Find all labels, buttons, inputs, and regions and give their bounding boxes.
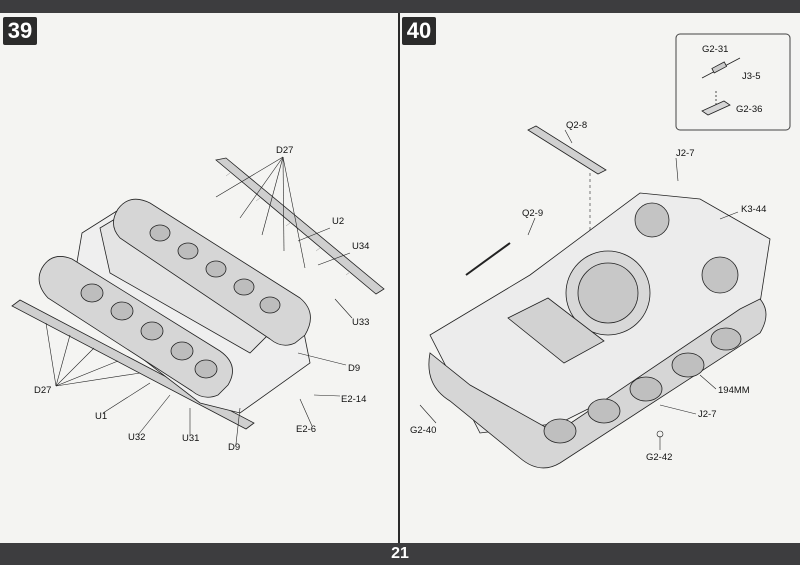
step-39-number: 39 <box>3 17 37 45</box>
label-g2-31: G2-31 <box>702 44 728 55</box>
label-d9-right: D9 <box>348 363 360 374</box>
label-q2-9: Q2-9 <box>522 208 543 219</box>
engine-fan-left <box>634 202 670 238</box>
label-u34: U34 <box>352 241 369 252</box>
label-g2-42: G2-42 <box>646 452 672 463</box>
label-g2-40: G2-40 <box>410 425 436 436</box>
engine-fan-right <box>701 256 739 294</box>
panel-divider <box>398 13 400 543</box>
label-k3-44: K3-44 <box>741 204 766 215</box>
skirt-right-hatch <box>225 172 351 276</box>
page-number: 21 <box>391 545 409 562</box>
step-39-diagram <box>11 156 385 445</box>
label-j2-7-bottom: J2-7 <box>698 409 716 420</box>
part-leaders-39 <box>102 227 353 445</box>
inset-detail-box <box>675 33 791 131</box>
inset-mg-parts <box>701 57 741 116</box>
label-g2-36: G2-36 <box>736 104 762 115</box>
label-u32: U32 <box>128 432 145 443</box>
turret-ring-inner <box>577 262 639 324</box>
label-d9-bottom: D9 <box>228 442 240 453</box>
label-u1: U1 <box>95 411 107 422</box>
label-u33: U33 <box>352 317 369 328</box>
step-40-diagram <box>419 33 791 469</box>
d27-left-leaders <box>45 322 141 387</box>
bottom-bar <box>0 543 800 565</box>
driver-compartment <box>507 297 605 364</box>
label-d27-top: D27 <box>276 145 293 156</box>
label-e2-14: E2-14 <box>341 394 366 405</box>
step-40-number: 40 <box>402 17 436 45</box>
d27-top-leaders <box>215 156 306 269</box>
top-bar <box>0 0 800 13</box>
deck-plate-q2-8 <box>527 125 607 175</box>
road-wheels-40 <box>543 327 742 444</box>
label-194mm: 194MM <box>718 385 750 396</box>
part-leaders-40 <box>419 129 739 450</box>
label-u31: U31 <box>182 433 199 444</box>
label-j2-7-top: J2-7 <box>676 148 694 159</box>
label-e2-6: E2-6 <box>296 424 316 435</box>
label-u2: U2 <box>332 216 344 227</box>
label-q2-8: Q2-8 <box>566 120 587 131</box>
instruction-drawings: D27 U2 U34 U33 D9 E2-14 E2-6 D27 U1 U32 … <box>11 33 791 469</box>
label-d27-left: D27 <box>34 385 51 396</box>
bow-mg-part <box>465 242 511 276</box>
track-right-40 <box>428 298 767 469</box>
road-wheels <box>80 224 281 379</box>
label-j3-5: J3-5 <box>742 71 760 82</box>
